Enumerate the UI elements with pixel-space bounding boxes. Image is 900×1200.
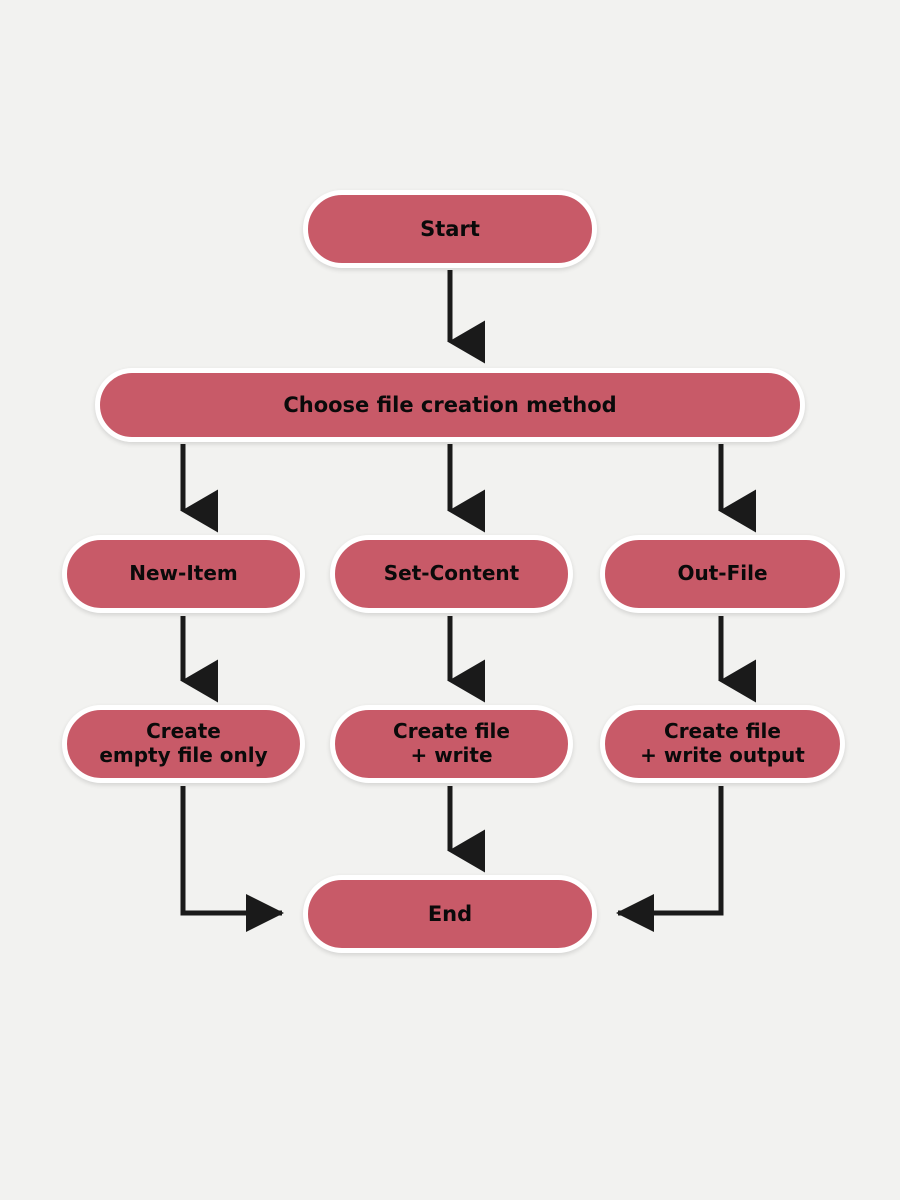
node-new-item[interactable]: New-Item	[62, 535, 305, 613]
node-create-file-write-output[interactable]: Create file + write output	[600, 705, 845, 783]
node-new-item-label: New-Item	[129, 561, 238, 586]
node-create-empty-file-only[interactable]: Create empty file only	[62, 705, 305, 783]
node-create-file-write-output-label: Create file + write output	[640, 719, 805, 767]
node-start-label: Start	[420, 216, 480, 241]
node-choose-label: Choose file creation method	[283, 392, 617, 417]
node-create-empty-file-only-label: Create empty file only	[99, 719, 268, 767]
node-create-file-write-label: Create file + write	[393, 719, 510, 767]
node-start[interactable]: Start	[303, 190, 597, 268]
edge-result-out-file-to-end	[616, 786, 724, 932]
node-end[interactable]: End	[303, 875, 597, 953]
node-out-file[interactable]: Out-File	[600, 535, 845, 613]
node-create-file-write[interactable]: Create file + write	[330, 705, 573, 783]
node-choose-file-creation-method[interactable]: Choose file creation method	[95, 368, 805, 442]
node-set-content-label: Set-Content	[383, 561, 520, 586]
node-set-content[interactable]: Set-Content	[330, 535, 573, 613]
edge-result-new-item-to-end	[180, 786, 284, 932]
node-out-file-label: Out-File	[677, 561, 768, 586]
node-end-label: End	[427, 901, 473, 926]
